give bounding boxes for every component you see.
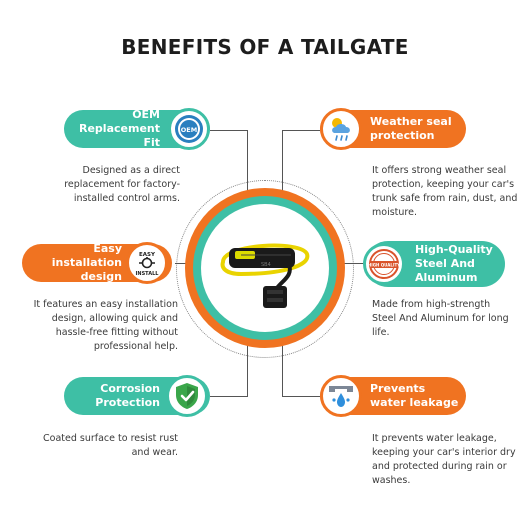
benefit-oem-description: Designed as a direct replacement for fac… <box>64 165 180 204</box>
water-drop-icon <box>320 375 362 417</box>
connector-line <box>282 340 283 397</box>
benefit-label: Replacement Fit <box>79 122 160 149</box>
connector-line <box>210 396 248 397</box>
benefit-corrosion-description: Coated surface to resist rust and wear. <box>43 433 178 458</box>
oem-icon-text: OEM <box>181 126 197 134</box>
benefit-label: Easy installation <box>51 242 122 270</box>
product-label: SB4 <box>261 262 271 268</box>
connector-line <box>282 130 320 131</box>
benefit-label: High-Quality <box>415 243 493 257</box>
high-quality-icon-text: HIGH QUALITY <box>368 262 400 267</box>
benefit-label: OEM <box>132 108 160 122</box>
benefit-label: Weather seal <box>370 115 452 129</box>
benefit-weather-seal-description: It offers strong weather seal protection… <box>372 165 518 218</box>
wire-harness-icon: SB4 <box>220 243 310 308</box>
benefit-label: protection <box>370 129 435 142</box>
benefit-label: Corrosion <box>100 382 160 396</box>
connector-line <box>282 130 283 197</box>
benefit-label: Prevents <box>370 382 426 396</box>
connector-line <box>210 130 248 131</box>
connector-line <box>247 130 248 197</box>
easy-icon-text: EASY <box>139 252 156 258</box>
shield-check-icon <box>166 375 208 417</box>
easy-install-icon: EASY INSTALL <box>126 242 168 284</box>
benefit-high-quality-description: Made from high-strength Steel And Alumin… <box>372 299 509 338</box>
page-title: BENEFITS OF A TAILGATE <box>121 35 409 59</box>
benefit-label: Protection <box>95 396 160 409</box>
oem-seal-icon: OEM <box>168 108 210 150</box>
product-image: SB4 <box>201 204 329 332</box>
center-dotted-ring <box>176 180 354 358</box>
benefit-water-leakage-description: It prevents water leakage, keeping your … <box>372 433 516 486</box>
benefit-label: Aluminum <box>415 270 478 284</box>
connector-line <box>282 396 320 397</box>
benefit-label: water leakage <box>370 396 459 409</box>
high-quality-stamp-icon: HIGH QUALITY <box>363 243 405 285</box>
benefit-easy-install-description: It features an easy installation design,… <box>33 299 178 352</box>
weather-icon <box>320 108 362 150</box>
connector-line <box>247 340 248 397</box>
benefit-label: Steel And <box>415 257 475 271</box>
benefit-label: design <box>80 269 122 283</box>
connector-line <box>335 263 365 264</box>
install-icon-text: INSTALL <box>136 271 160 277</box>
